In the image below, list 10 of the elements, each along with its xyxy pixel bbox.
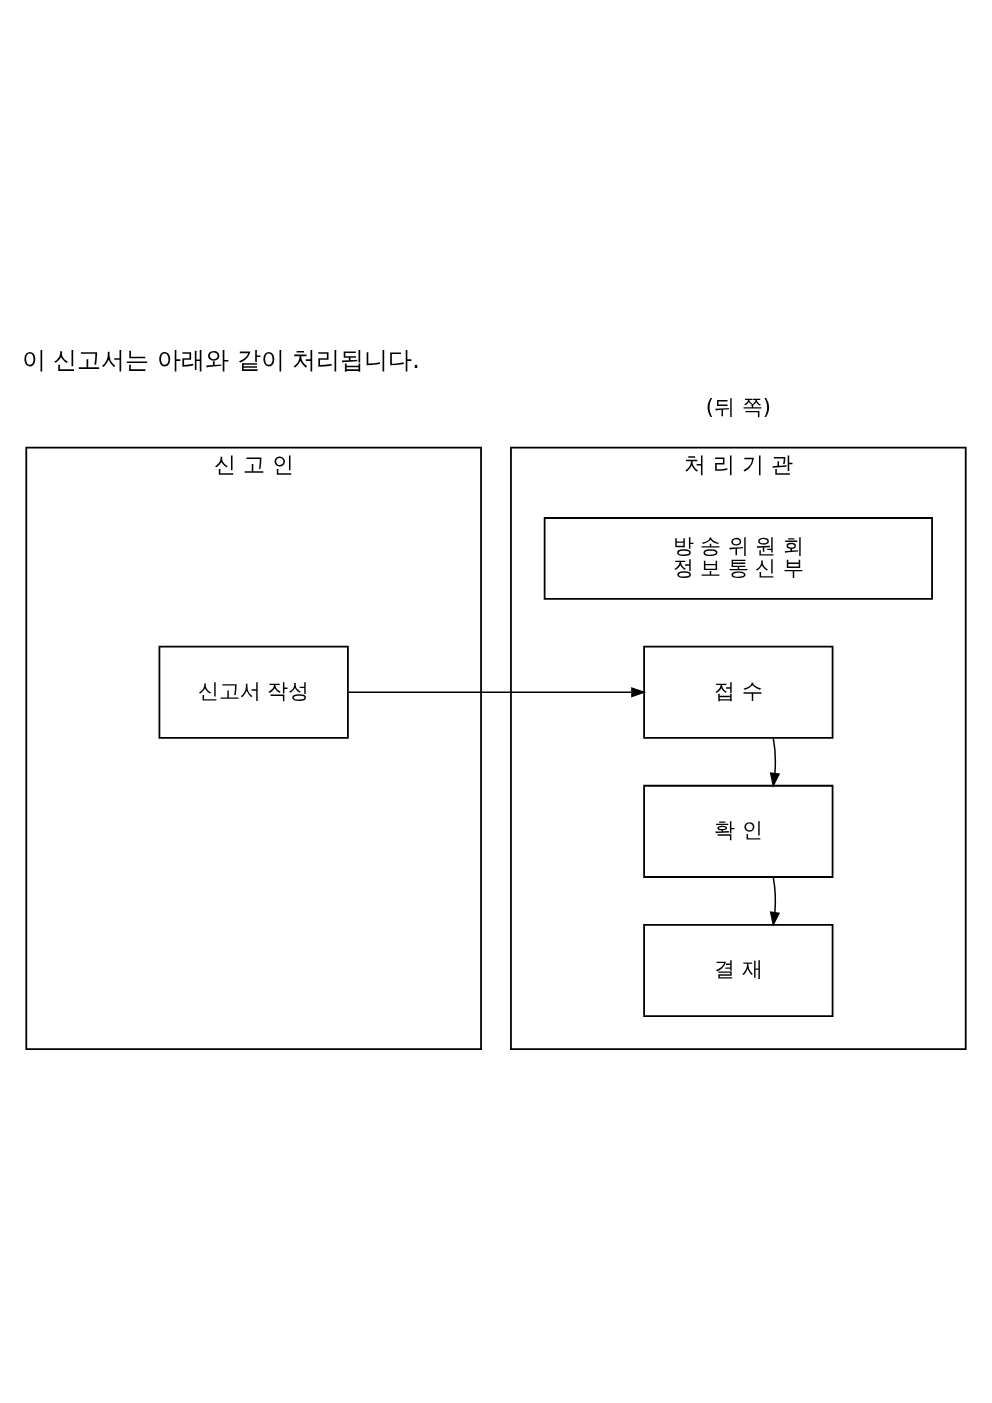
arrow [347, 686, 647, 698]
node-box: 방 송 위 원 회 정 보 통 신 부 [543, 516, 933, 600]
node-box: 결 재 [643, 923, 834, 1017]
arrow [769, 736, 781, 788]
node-box: 접 수 [643, 645, 834, 739]
node-box: 확 인 [643, 784, 834, 878]
label: (뒤 쪽) [705, 394, 771, 419]
node-box: 신고서 작성 [158, 645, 349, 739]
diagram-title: 이 신고서는 아래와 같이 처리됩니다. [21, 345, 420, 374]
arrow [769, 875, 781, 927]
